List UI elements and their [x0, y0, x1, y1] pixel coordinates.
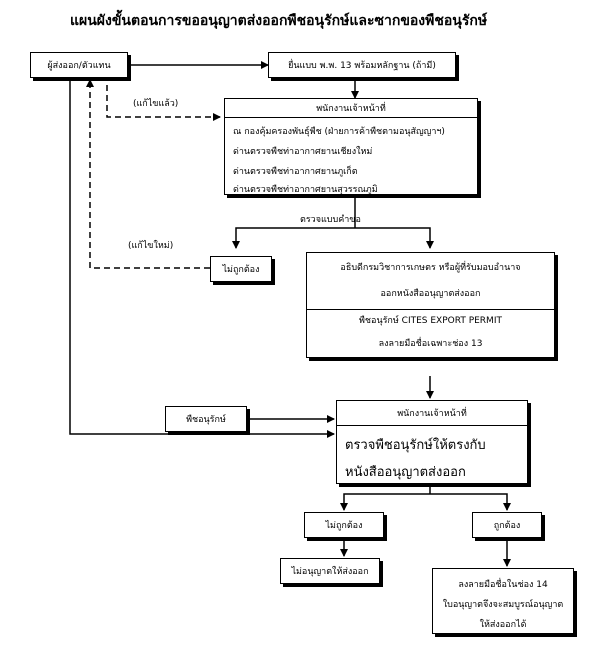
arrow-refix-dashed: [86, 79, 210, 269]
arrow-to-incorrect-2: [340, 493, 430, 511]
plant-box: พืชอนุรักษ์: [165, 406, 247, 432]
arrow-fixed-dashed: [106, 75, 221, 121]
check-form-label: ตรวจแบบคำขอ: [300, 215, 361, 225]
not-permitted-label: ไม่อนุญาตให้ส่งออก: [291, 567, 369, 577]
not-permitted-box: ไม่อนุญาตให้ส่งออก: [280, 558, 380, 584]
inspect-line-1: ตรวจพืชอนุรักษ์ให้ตรงกับ: [345, 438, 486, 453]
inspect-line-2: หนังสืออนุญาตส่งออก: [345, 465, 466, 480]
inspect-header: พนักงานเจ้าหน้าที่: [337, 401, 527, 426]
officer-line: ณ กองคุ้มครองพันธุ์พืช (ฝ่ายการค้าพืชตาม…: [233, 127, 445, 137]
approval-line-2: ออกหนังสืออนุญาตส่งออก: [380, 289, 481, 299]
diagram-title: แผนผังขั้นตอนการขออนุญาตส่งออกพืชอนุรักษ…: [70, 13, 488, 29]
incorrect-label-2: ไม่ถูกต้อง: [325, 521, 363, 531]
officer-box: พนักงานเจ้าหน้าที่ ณ กองคุ้มครองพันธุ์พื…: [224, 98, 478, 195]
final-line-2: ใบอนุญาตจึงจะสมบูรณ์อนุญาต: [442, 600, 564, 610]
officer-line: ด่านตรวจพืชท่าอากาศยานภูเก็ต: [233, 167, 358, 177]
arrow-to-correct: [430, 493, 511, 511]
applicant-box: ผู้ส่งออก/ตัวแทน: [30, 52, 128, 78]
officer-line: ด่านตรวจพืชท่าอากาศยานเชียงใหม่: [233, 147, 373, 157]
applicant-label: ผู้ส่งออก/ตัวแทน: [47, 61, 111, 71]
incorrect-box-2: ไม่ถูกต้อง: [304, 512, 384, 538]
arrow-check-to-incorrect: [232, 227, 355, 249]
final-line-3: ให้ส่งออกได้: [479, 620, 527, 630]
correct-box: ถูกต้อง: [472, 512, 542, 538]
submit-form-label: ยื่นแบบ พ.พ. 13 พร้อมหลักฐาน (ถ้ามี): [288, 61, 436, 71]
final-line-1: ลงลายมือชื่อในช่อง 14: [458, 580, 548, 590]
arrow-applicant-to-inspect: [69, 78, 335, 438]
officer-header: พนักงานเจ้าหน้าที่: [225, 99, 477, 118]
fixed-label: (แก้ไขแล้ว): [133, 99, 179, 109]
submit-form-box: ยื่นแบบ พ.พ. 13 พร้อมหลักฐาน (ถ้ามี): [268, 52, 456, 78]
approval-line-1: อธิบดีกรมวิชาการเกษตร หรือผู้ที่รับมอบอำ…: [340, 263, 521, 273]
approval-box: อธิบดีกรมวิชาการเกษตร หรือผู้ที่รับมอบอำ…: [306, 252, 555, 358]
correct-label: ถูกต้อง: [493, 521, 521, 531]
plant-label: พืชอนุรักษ์: [186, 415, 226, 425]
incorrect-label-1: ไม่ถูกต้อง: [222, 265, 260, 275]
approval-line-4: ลงลายมือชื่อเฉพาะช่อง 13: [378, 339, 483, 349]
approval-line-3: พืชอนุรักษ์ CITES EXPORT PERMIT: [307, 309, 554, 330]
officer-line: ด่านตรวจพืชท่าอากาศยานสุวรรณภูมิ: [233, 185, 378, 195]
incorrect-box-1: ไม่ถูกต้อง: [210, 256, 272, 282]
arrow-check-to-approval: [355, 227, 434, 249]
inspect-box: พนักงานเจ้าหน้าที่ ตรวจพืชอนุรักษ์ให้ตรง…: [336, 400, 528, 484]
refix-label: (แก้ไขใหม่): [128, 241, 174, 251]
final-box: ลงลายมือชื่อในช่อง 14 ใบอนุญาตจึงจะสมบูร…: [432, 568, 574, 634]
